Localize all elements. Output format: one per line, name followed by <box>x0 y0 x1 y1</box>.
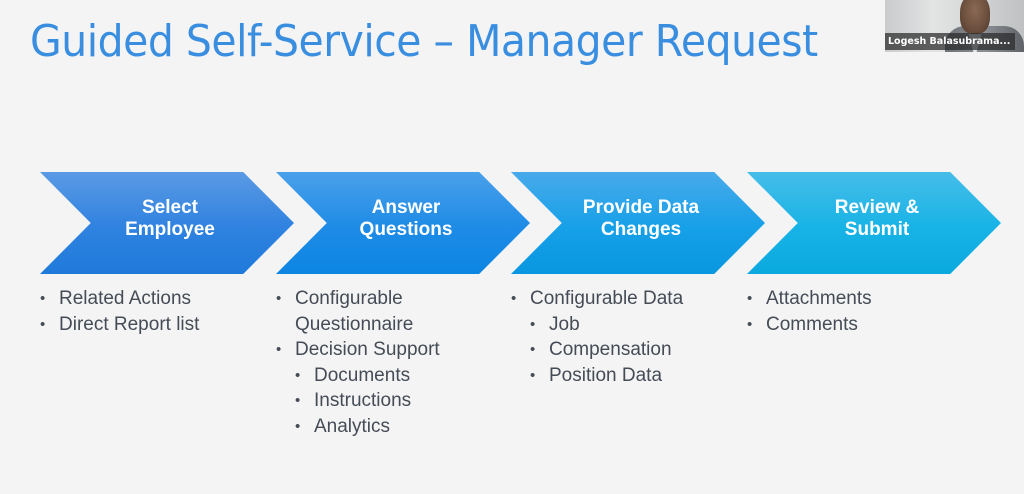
step-3-bullet-list: Configurable Data Job Compensation Posit… <box>511 286 683 388</box>
bullet-item: Related Actions <box>40 286 199 312</box>
bullet-item: Configurable <box>276 286 440 312</box>
participant-video-tile[interactable]: Logesh Balasubrama... <box>885 0 1024 52</box>
step-1-bullet-list: Related Actions Direct Report list <box>40 286 199 337</box>
step-label: Provide Data Changes <box>582 197 700 240</box>
slide-title: Guided Self-Service – Manager Request <box>30 16 818 67</box>
step-label: Review & Submit <box>834 197 920 240</box>
participant-name-label: Logesh Balasubrama... <box>885 33 1016 50</box>
sub-bullet-item: Documents <box>276 363 440 389</box>
step-2-bullet-list: Configurable Questionnaire Decision Supp… <box>276 286 440 439</box>
sub-bullet-item: Position Data <box>511 363 683 389</box>
bullet-item: Attachments <box>747 286 872 312</box>
process-step-select-employee: Select Employee <box>40 172 294 274</box>
sub-bullet-item: Analytics <box>276 414 440 440</box>
step-label: Select Employee <box>125 197 215 240</box>
bullet-item-continuation: Questionnaire <box>295 313 414 335</box>
sub-bullet-item: Job <box>511 312 683 338</box>
process-step-answer-questions: Answer Questions <box>276 172 530 274</box>
process-step-review-submit: Review & Submit <box>747 172 1001 274</box>
bullet-item: Direct Report list <box>40 312 199 338</box>
bullet-item: Configurable Data <box>511 286 683 312</box>
participant-video-head <box>960 0 990 34</box>
step-4-bullet-list: Attachments Comments <box>747 286 872 337</box>
sub-bullet-item: Compensation <box>511 337 683 363</box>
bullet-item: Comments <box>747 312 872 338</box>
process-step-provide-data-changes: Provide Data Changes <box>511 172 765 274</box>
step-label: Answer Questions <box>359 197 453 240</box>
bullet-item: Decision Support <box>276 337 440 363</box>
sub-bullet-item: Instructions <box>276 388 440 414</box>
